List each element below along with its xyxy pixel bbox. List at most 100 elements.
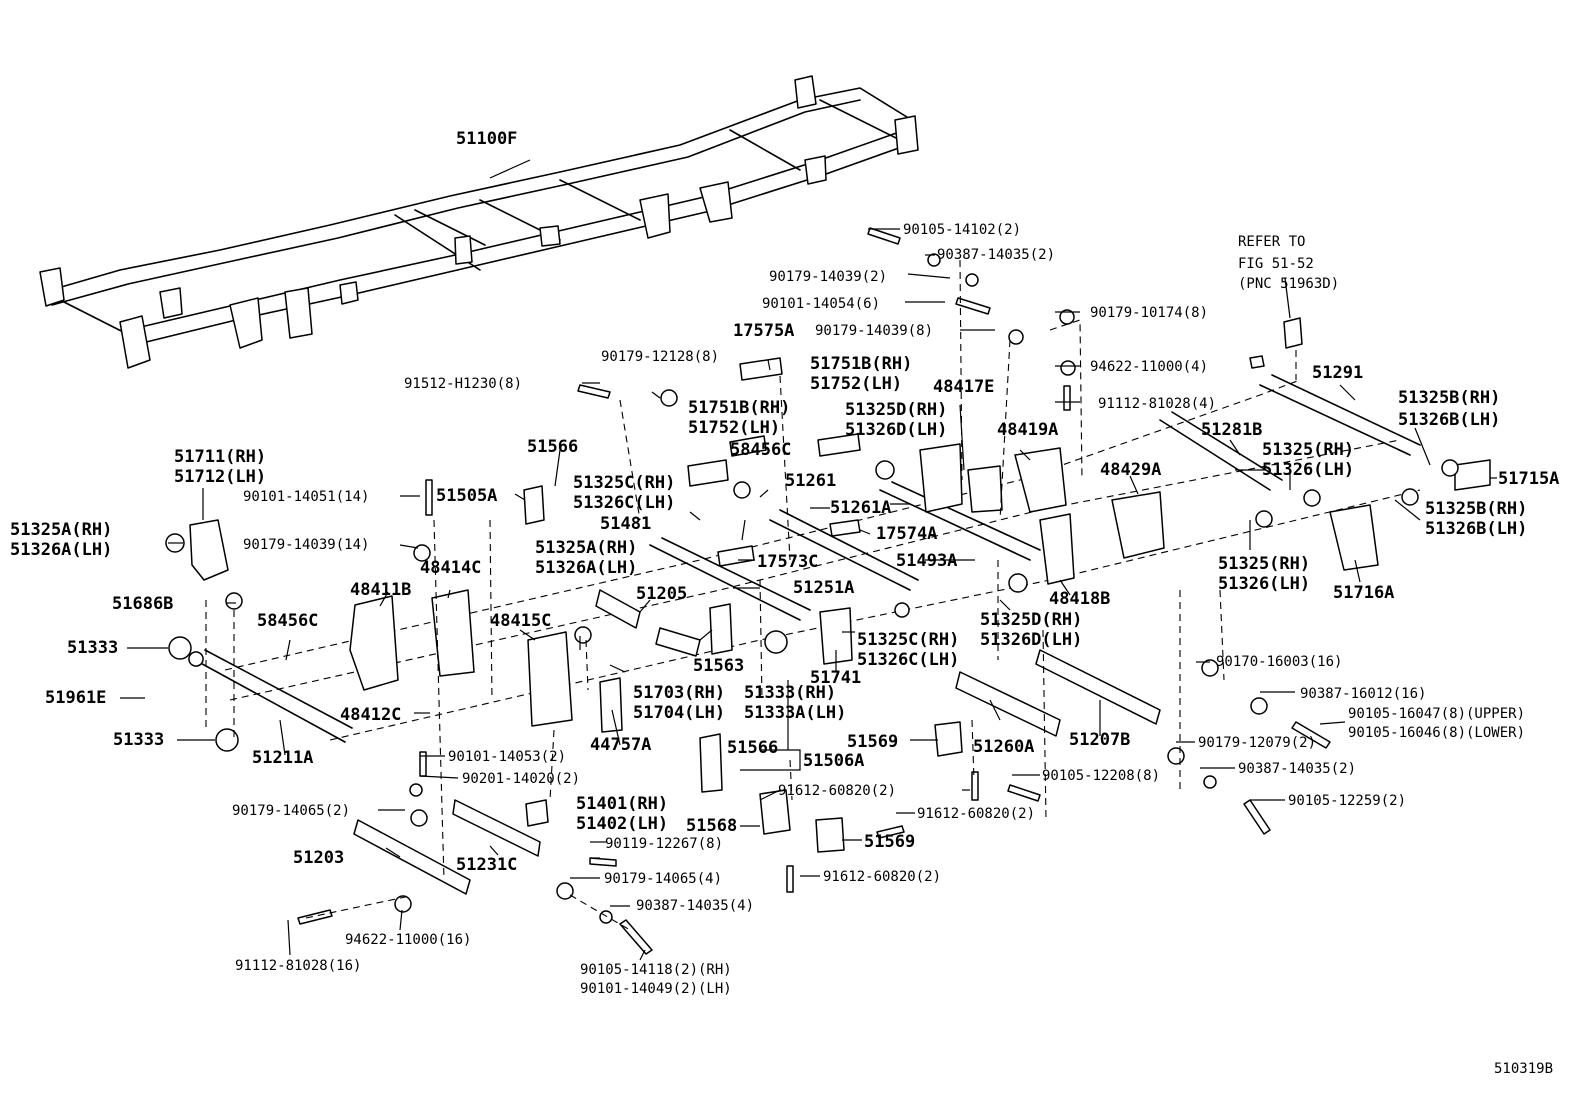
label-90119-12267: 90119-12267(8) bbox=[605, 836, 723, 852]
refer-to-line1: REFER TO bbox=[1238, 234, 1305, 250]
label-48415C: 48415C bbox=[490, 611, 551, 631]
label-51207B: 51207B bbox=[1069, 730, 1130, 750]
label-51325A-rh-2: 51325A(RH) bbox=[535, 538, 637, 558]
label-51326-lh-2: 51326(LH) bbox=[1218, 574, 1310, 594]
label-51260A: 51260A bbox=[973, 737, 1034, 757]
label-90105-12208: 90105-12208(8) bbox=[1042, 768, 1160, 784]
label-51326B-lh-2: 51326B(LH) bbox=[1425, 519, 1527, 539]
label-90170-16003: 90170-16003(16) bbox=[1216, 654, 1342, 670]
label-51326-lh-1: 51326(LH) bbox=[1262, 460, 1354, 480]
label-17575A: 17575A bbox=[733, 321, 794, 341]
label-51326A-lh-1: 51326A(LH) bbox=[10, 540, 112, 560]
label-90387-14035-4: 90387-14035(4) bbox=[636, 898, 754, 914]
label-51711-rh: 51711(RH) bbox=[174, 447, 266, 467]
label-51333A-lh: 51333A(LH) bbox=[744, 703, 846, 723]
label-90101-14053: 90101-14053(2) bbox=[448, 749, 566, 765]
label-51325-rh-1: 51325(RH) bbox=[1262, 440, 1354, 460]
frame-assembly-drawing bbox=[39, 75, 919, 369]
label-51100F: 51100F bbox=[456, 129, 517, 149]
label-94622-11000-4: 94622-11000(4) bbox=[1090, 359, 1208, 375]
label-90105-14118: 90105-14118(2)(RH) bbox=[580, 962, 732, 978]
label-90179-10174: 90179-10174(8) bbox=[1090, 305, 1208, 321]
label-51506A: 51506A bbox=[803, 751, 864, 771]
label-51752-lh-a: 51752(LH) bbox=[810, 374, 902, 394]
label-48411B: 48411B bbox=[350, 580, 411, 600]
part-labels: 51100F 90105-14102(2) 90387-14035(2) 901… bbox=[10, 129, 1559, 1077]
label-51751B-rh-b: 51751B(RH) bbox=[688, 398, 790, 418]
label-51325C-rh-2: 51325C(RH) bbox=[857, 630, 959, 650]
label-51752-lh-b: 51752(LH) bbox=[688, 418, 780, 438]
label-51715A: 51715A bbox=[1498, 469, 1559, 489]
label-90201-14020: 90201-14020(2) bbox=[462, 771, 580, 787]
label-90179-14065-4: 90179-14065(4) bbox=[604, 871, 722, 887]
label-51566-b: 51566 bbox=[727, 738, 778, 758]
label-90387-14035-2a: 90387-14035(2) bbox=[937, 247, 1055, 263]
label-51251A: 51251A bbox=[793, 578, 854, 598]
label-58456C-b: 58456C bbox=[257, 611, 318, 631]
label-48414C: 48414C bbox=[420, 558, 481, 578]
figure-id: 510319B bbox=[1494, 1061, 1553, 1077]
label-51326D-lh-1: 51326D(LH) bbox=[845, 420, 947, 440]
label-91612-60820-b: 91612-60820(2) bbox=[917, 806, 1035, 822]
label-51326D-lh-2: 51326D(LH) bbox=[980, 630, 1082, 650]
label-51961E: 51961E bbox=[45, 688, 106, 708]
label-91112-81028-4: 91112-81028(4) bbox=[1098, 396, 1216, 412]
label-51325-rh-2: 51325(RH) bbox=[1218, 554, 1310, 574]
label-51261: 51261 bbox=[785, 471, 836, 491]
label-51401-rh: 51401(RH) bbox=[576, 794, 668, 814]
label-51325A-rh-1: 51325A(RH) bbox=[10, 520, 112, 540]
label-90179-14039-14: 90179-14039(14) bbox=[243, 537, 369, 553]
crossmember-assembly-drawing bbox=[165, 227, 1491, 955]
label-90387-14035-2b: 90387-14035(2) bbox=[1238, 761, 1356, 777]
label-51261A: 51261A bbox=[830, 498, 891, 518]
label-51505A: 51505A bbox=[436, 486, 497, 506]
label-51333-b: 51333 bbox=[113, 730, 164, 750]
label-91612-60820-a: 91612-60820(2) bbox=[778, 783, 896, 799]
label-51291: 51291 bbox=[1312, 363, 1363, 383]
label-90105-14102: 90105-14102(2) bbox=[903, 222, 1021, 238]
label-51326C-lh-2: 51326C(LH) bbox=[857, 650, 959, 670]
label-51325D-rh-1: 51325D(RH) bbox=[845, 400, 947, 420]
label-51569-b: 51569 bbox=[864, 832, 915, 852]
label-51325C-rh-1: 51325C(RH) bbox=[573, 473, 675, 493]
label-90387-16012: 90387-16012(16) bbox=[1300, 686, 1426, 702]
label-51326C-lh-1: 51326C(LH) bbox=[573, 493, 675, 513]
label-48418B: 48418B bbox=[1049, 589, 1110, 609]
label-51231C: 51231C bbox=[456, 855, 517, 875]
label-51563: 51563 bbox=[693, 656, 744, 676]
label-51326B-lh-1: 51326B(LH) bbox=[1398, 410, 1500, 430]
label-94622-11000-16: 94622-11000(16) bbox=[345, 932, 471, 948]
label-51751B-rh-a: 51751B(RH) bbox=[810, 354, 912, 374]
label-51326A-lh-2: 51326A(LH) bbox=[535, 558, 637, 578]
label-51569-a: 51569 bbox=[847, 732, 898, 752]
leader-lines bbox=[120, 159, 1497, 961]
label-90101-14049: 90101-14049(2)(LH) bbox=[580, 981, 732, 997]
label-91612-60820-c: 91612-60820(2) bbox=[823, 869, 941, 885]
label-51402-lh: 51402(LH) bbox=[576, 814, 668, 834]
label-51704-lh: 51704(LH) bbox=[633, 703, 725, 723]
label-51686B: 51686B bbox=[112, 594, 173, 614]
label-51281B: 51281B bbox=[1201, 420, 1262, 440]
label-51325D-rh-2: 51325D(RH) bbox=[980, 610, 1082, 630]
label-90101-14051: 90101-14051(14) bbox=[243, 489, 369, 505]
label-51205: 51205 bbox=[636, 584, 687, 604]
refer-to-line3: (PNC 51963D) bbox=[1238, 276, 1339, 292]
label-51716A: 51716A bbox=[1333, 583, 1394, 603]
label-90179-14039-8: 90179-14039(8) bbox=[815, 323, 933, 339]
label-44757A: 44757A bbox=[590, 735, 651, 755]
label-90105-12259: 90105-12259(2) bbox=[1288, 793, 1406, 809]
label-51712-lh: 51712(LH) bbox=[174, 467, 266, 487]
label-51481: 51481 bbox=[600, 514, 651, 534]
label-51333-rh: 51333(RH) bbox=[744, 683, 836, 703]
label-90179-12079: 90179-12079(2) bbox=[1198, 735, 1316, 751]
label-91512-H1230: 91512-H1230(8) bbox=[404, 376, 522, 392]
label-17574A: 17574A bbox=[876, 524, 937, 544]
label-51325B-rh-2: 51325B(RH) bbox=[1425, 499, 1527, 519]
label-51493A: 51493A bbox=[896, 551, 957, 571]
label-17573C: 17573C bbox=[757, 552, 818, 572]
label-51211A: 51211A bbox=[252, 748, 313, 768]
label-90179-14039-2: 90179-14039(2) bbox=[769, 269, 887, 285]
label-90105-16047-upper: 90105-16047(8)(UPPER) bbox=[1348, 706, 1525, 722]
refer-to-line2: FIG 51-52 bbox=[1238, 256, 1314, 272]
